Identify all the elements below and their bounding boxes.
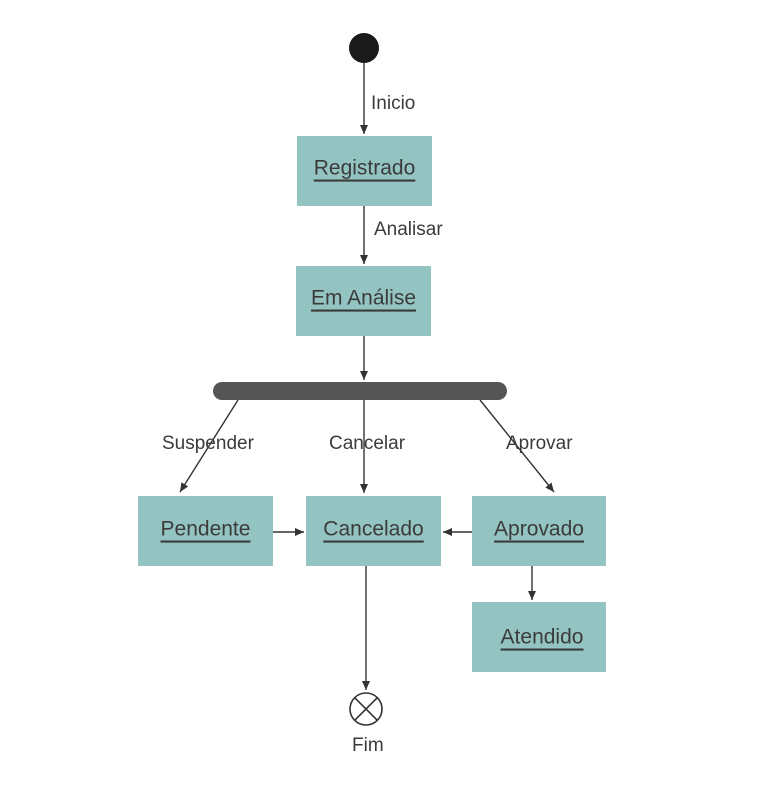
state-label-registrado: Registrado	[314, 157, 416, 180]
state-registrado: Registrado	[297, 136, 432, 206]
edge-label-suspender: Suspender	[162, 433, 255, 454]
edge-suspender	[179, 399, 239, 493]
edge-aprovar	[479, 399, 555, 493]
state-pendente: Pendente	[138, 496, 273, 566]
state-label-aprovado: Aprovado	[494, 518, 584, 541]
edge-label-analisar: Analisar	[374, 219, 443, 240]
state-cancelado: Cancelado	[306, 496, 441, 566]
edge-label-aprovar: Aprovar	[506, 433, 573, 454]
state-label-cancelado: Cancelado	[323, 518, 423, 541]
edge-label-cancelar: Cancelar	[329, 433, 406, 454]
initial-node	[349, 33, 379, 63]
state-atendido: Atendido	[472, 602, 606, 672]
state-label-em-analise: Em Análise	[311, 287, 416, 310]
edge-label-inicio: Inicio	[371, 93, 415, 114]
state-label-pendente: Pendente	[161, 518, 251, 541]
final-node-icon	[349, 692, 383, 726]
final-node-label: Fim	[352, 735, 384, 756]
state-em-analise: Em Análise	[296, 266, 431, 336]
fork-bar	[213, 382, 507, 400]
state-aprovado: Aprovado	[472, 496, 606, 566]
state-label-atendido: Atendido	[501, 626, 584, 649]
